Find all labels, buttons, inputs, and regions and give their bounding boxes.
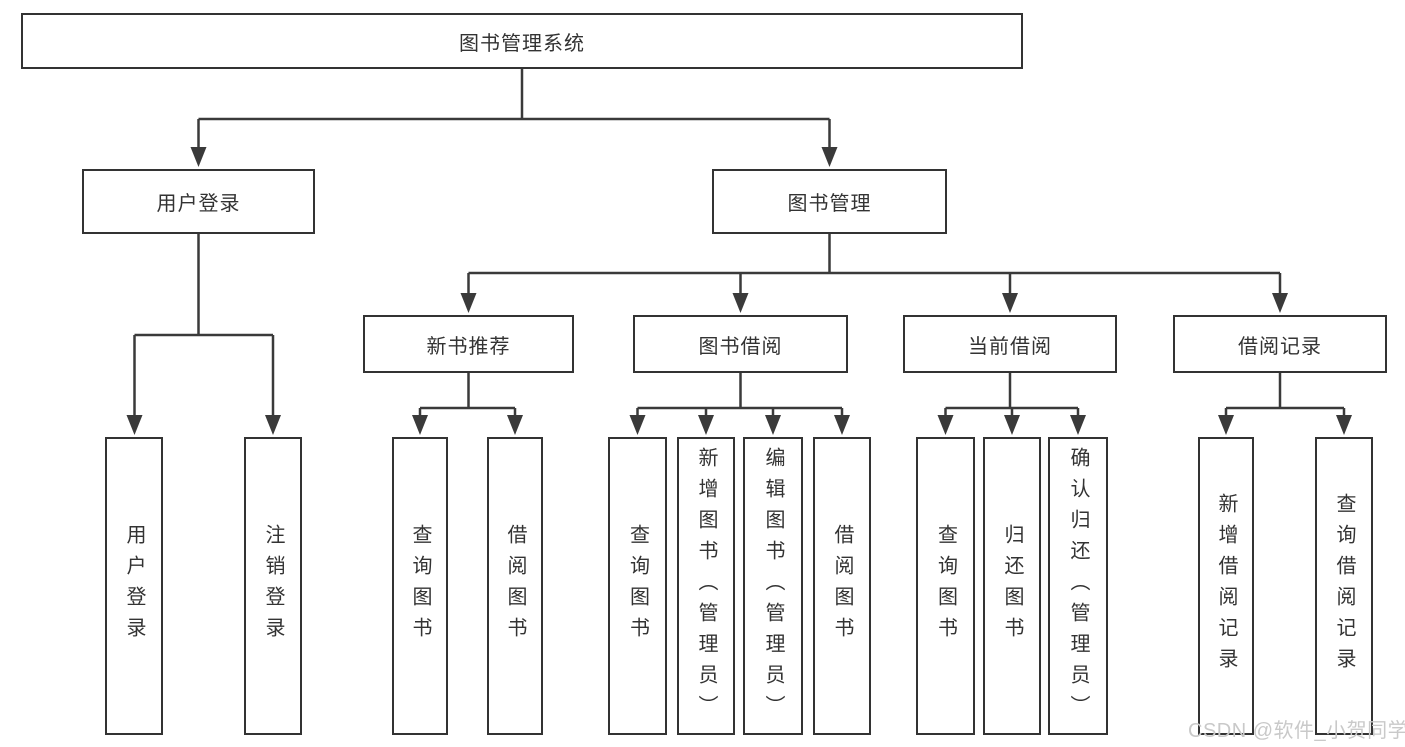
arrowhead-icon xyxy=(1070,415,1086,435)
node-user-login: 用户登录 xyxy=(82,169,315,234)
arrowhead-icon xyxy=(1218,415,1234,435)
arrowhead-icon xyxy=(1272,293,1288,313)
arrowhead-icon xyxy=(629,415,646,435)
arrowhead-icon xyxy=(732,293,749,313)
leaf-label: 新增图书（管理员） xyxy=(695,446,717,726)
leaf-label: 查询图书 xyxy=(626,524,649,648)
arrowhead-icon xyxy=(821,147,838,167)
leaf-label: 查询图书 xyxy=(409,524,431,648)
arrowhead-icon xyxy=(1002,293,1018,313)
leaf-label: 查询图书 xyxy=(934,524,957,648)
arrowhead-icon xyxy=(126,415,143,435)
arrowhead-icon xyxy=(190,147,207,167)
node-book-management: 图书管理 xyxy=(712,169,947,234)
node-book-borrow: 图书借阅 xyxy=(633,315,848,373)
leaf-borrow-books-1: 借阅图书 xyxy=(487,437,543,735)
leaf-query-books-2: 查询图书 xyxy=(608,437,667,735)
leaf-label: 归还图书 xyxy=(1001,524,1023,648)
arrowhead-icon xyxy=(460,293,477,313)
arrowhead-icon xyxy=(265,415,281,435)
arrowhead-icon xyxy=(1336,415,1352,435)
watermark: CSDN @软件_小贺同学 xyxy=(1188,720,1405,742)
arrowhead-icon xyxy=(765,415,781,435)
connector-bookborrow-to-leaves xyxy=(636,372,844,421)
leaf-query-books-3: 查询图书 xyxy=(916,437,975,735)
node-current-borrow: 当前借阅 xyxy=(903,315,1117,373)
connector-bookmgmt-to-level3 xyxy=(467,233,1282,298)
arrowhead-icon xyxy=(1004,415,1020,435)
leaf-add-books-admin: 新增图书（管理员） xyxy=(677,437,735,735)
leaf-query-borrow-record: 查询借阅记录 xyxy=(1315,437,1373,735)
leaf-logout: 注销登录 xyxy=(244,437,302,735)
arrowhead-icon xyxy=(412,415,428,435)
leaf-label: 借阅图书 xyxy=(831,524,853,648)
connector-borrowrecord-to-leaves xyxy=(1224,372,1346,421)
leaf-label: 借阅图书 xyxy=(504,524,526,648)
connector-root-to-level2 xyxy=(197,68,831,152)
arrowheads xyxy=(126,147,1352,435)
node-root-system: 图书管理系统 xyxy=(21,13,1023,69)
leaf-label: 编辑图书（管理员） xyxy=(762,446,784,726)
arrowhead-icon xyxy=(698,415,714,435)
node-borrow-records: 借阅记录 xyxy=(1173,315,1387,373)
leaf-edit-books-admin: 编辑图书（管理员） xyxy=(743,437,803,735)
leaf-label: 新增借阅记录 xyxy=(1215,493,1237,679)
leaf-label: 查询借阅记录 xyxy=(1333,493,1355,679)
leaf-label: 注销登录 xyxy=(262,524,284,648)
leaf-label: 确认归还（管理员） xyxy=(1067,446,1089,726)
connector-userlogin-to-leaves xyxy=(133,233,275,420)
leaf-add-borrow-record: 新增借阅记录 xyxy=(1198,437,1254,735)
arrowhead-icon xyxy=(834,415,850,435)
leaf-user-login: 用户登录 xyxy=(105,437,163,735)
leaf-label: 用户登录 xyxy=(123,524,145,648)
connector-currentborrow-to-leaves xyxy=(944,372,1080,421)
node-new-book-recommend: 新书推荐 xyxy=(363,315,574,373)
connector-paths xyxy=(133,68,1346,421)
connector-newbook-to-leaves xyxy=(418,372,517,421)
arrowhead-icon xyxy=(937,415,954,435)
leaf-return-books: 归还图书 xyxy=(983,437,1041,735)
arrowhead-icon xyxy=(507,415,523,435)
leaf-confirm-return-admin: 确认归还（管理员） xyxy=(1048,437,1108,735)
leaf-borrow-books-2: 借阅图书 xyxy=(813,437,871,735)
leaf-query-books-1: 查询图书 xyxy=(392,437,448,735)
